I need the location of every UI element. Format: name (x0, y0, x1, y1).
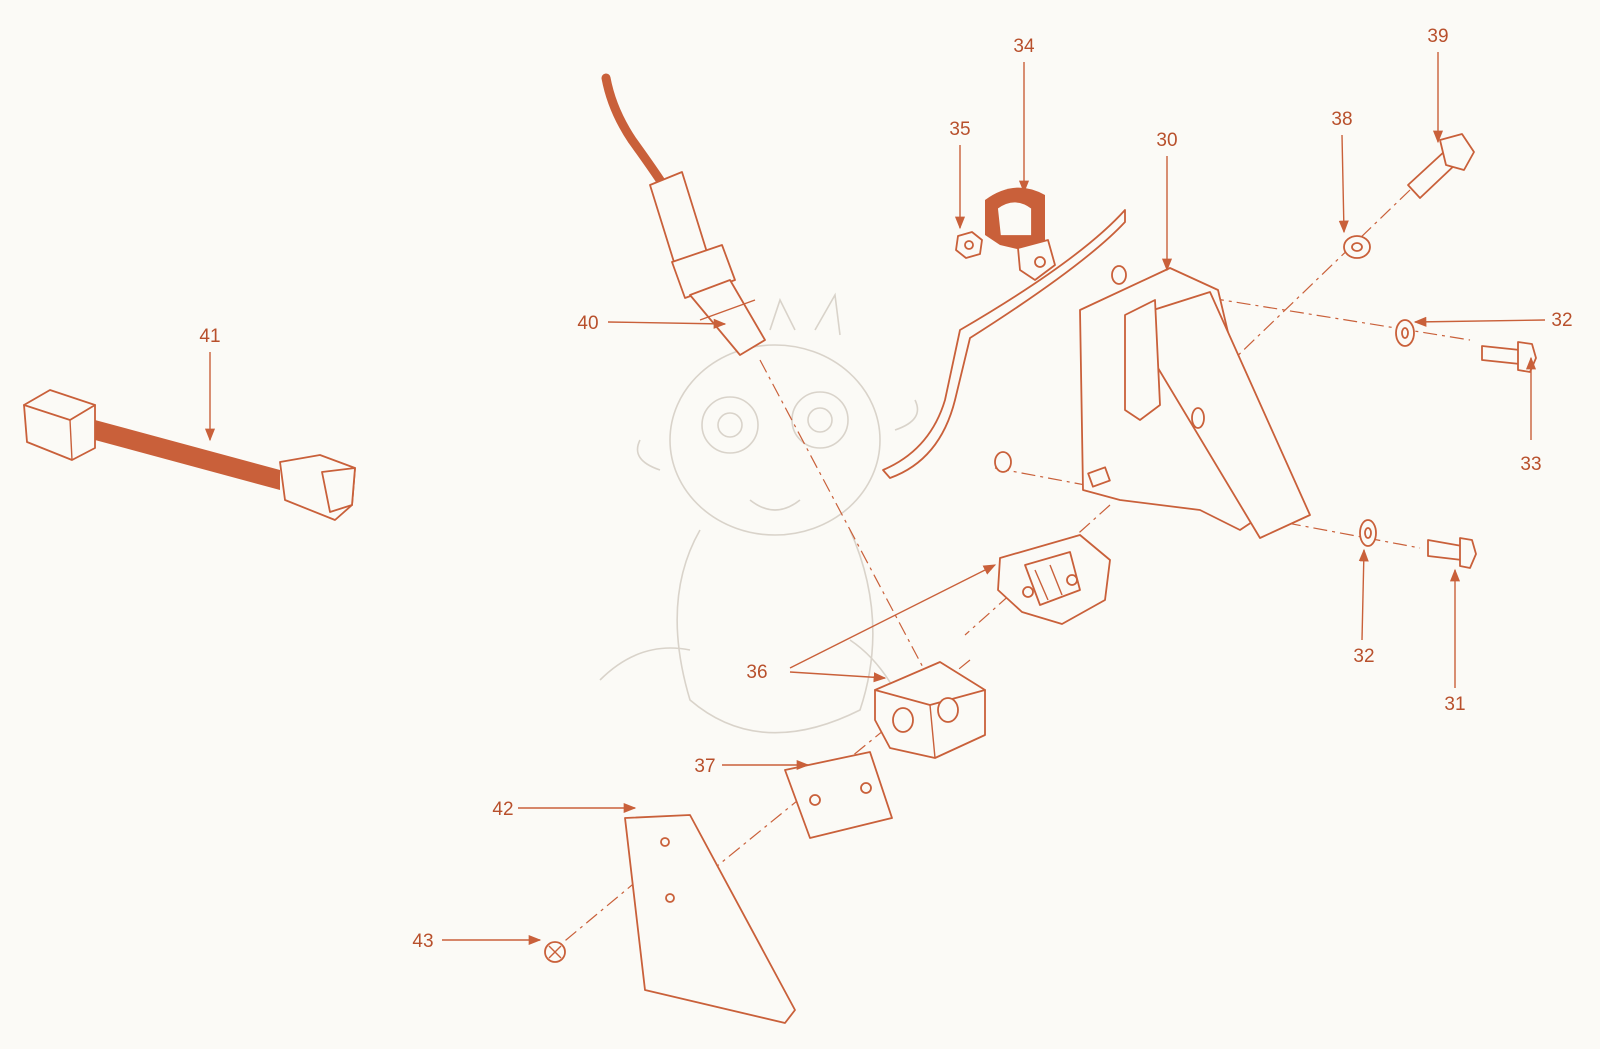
callout-32-lower: 32 (1353, 646, 1374, 667)
cable-harness (23, 389, 356, 521)
callout-37: 37 (694, 756, 715, 777)
callout-42: 42 (492, 799, 513, 820)
callout-31: 31 (1444, 694, 1465, 715)
callout-40: 40 (577, 313, 598, 334)
leader-lines (204, 52, 1546, 946)
flat-washer (1343, 235, 1371, 259)
long-bolt (1407, 133, 1475, 199)
small-plate (784, 751, 893, 839)
rubber-clamp (985, 187, 1056, 281)
callout-labels: 30 31 32 32 33 34 35 36 37 38 39 40 41 4… (199, 26, 1572, 952)
callout-32-upper: 32 (1551, 310, 1572, 331)
guide-block-lower (874, 661, 986, 759)
callout-34: 34 (1013, 36, 1035, 57)
phillips-screw (544, 941, 566, 963)
guide-block-upper (997, 534, 1111, 625)
callout-39: 39 (1427, 26, 1448, 47)
triangular-plate (624, 814, 796, 1024)
watermark-dragon (599, 292, 919, 734)
callout-36: 36 (746, 662, 767, 683)
callout-38: 38 (1331, 109, 1352, 130)
hex-nut (955, 231, 983, 259)
sensor-probe (601, 73, 766, 356)
lock-washer-lower (1359, 519, 1377, 547)
lock-washer-upper (1395, 319, 1415, 347)
hex-bolt-lower (1427, 537, 1477, 569)
callout-43: 43 (412, 931, 433, 952)
mounting-bracket (882, 209, 1311, 539)
callout-33: 33 (1520, 454, 1541, 475)
callout-41: 41 (199, 326, 220, 347)
hex-bolt-upper (1481, 341, 1537, 373)
callout-30: 30 (1156, 130, 1177, 151)
callout-35: 35 (949, 119, 970, 140)
